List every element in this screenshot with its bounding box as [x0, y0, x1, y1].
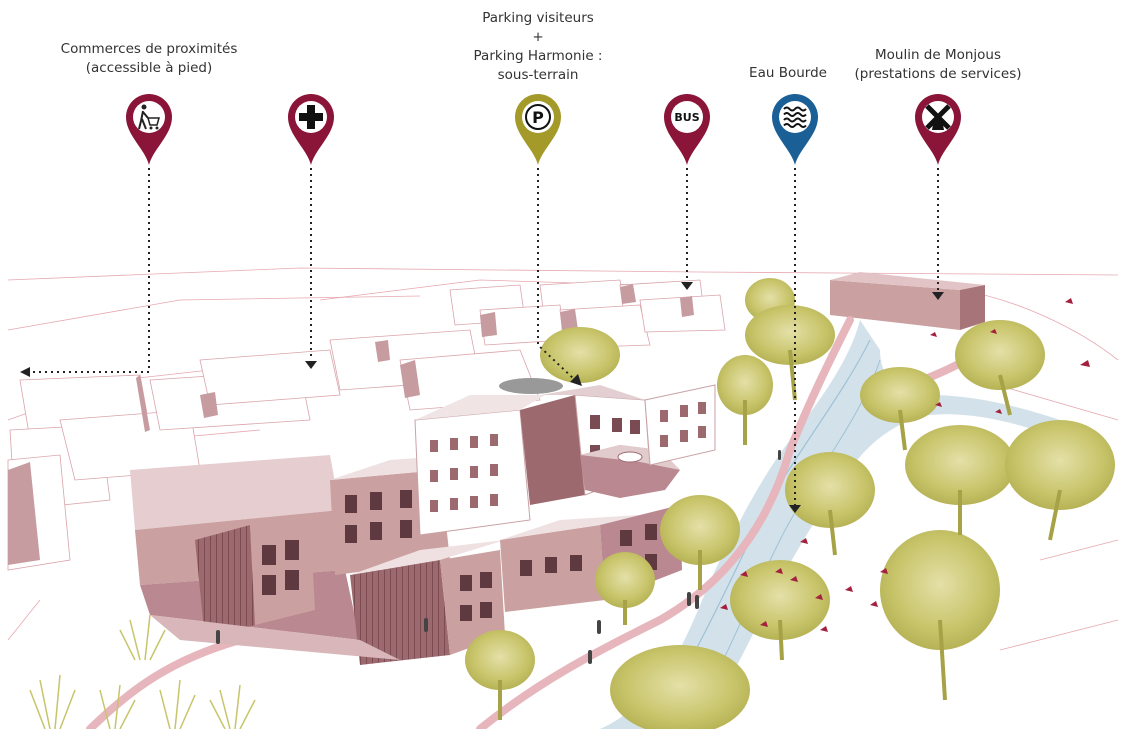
label-parking: Parking visiteurs + Parking Harmonie : s…	[473, 10, 603, 83]
trees	[465, 278, 1115, 729]
map-pin-bus: BUS	[664, 94, 710, 165]
medical-cross-icon	[299, 105, 323, 129]
bus-icon: BUS	[674, 111, 699, 124]
water-waves-icon	[783, 106, 807, 128]
marker-leader-lines	[28, 168, 939, 505]
map-pin-parking: P	[515, 94, 561, 165]
map-pin-commerce	[126, 94, 172, 165]
parking-icon-text: P	[532, 108, 544, 127]
main-buildings	[130, 384, 716, 665]
parking-icon: P	[525, 104, 551, 130]
grasses	[29, 614, 256, 729]
mill-building	[830, 272, 985, 330]
pedestrians	[216, 450, 781, 664]
block-shadows	[8, 284, 694, 565]
marker-leader-arrowheads	[20, 282, 944, 513]
map-pin-health	[288, 94, 334, 165]
neighbourhood-blocks	[7, 279, 726, 571]
shopping-cart-icon	[138, 104, 160, 130]
map-pin-mill	[915, 94, 961, 165]
label-water: Eau Bourde	[749, 65, 827, 81]
parking-entrance	[499, 378, 563, 394]
windmill-icon	[925, 104, 951, 130]
map-pin-water	[772, 94, 818, 165]
birds	[720, 298, 1090, 632]
label-commerce: Commerces de proximités (accessible à pi…	[60, 41, 238, 76]
bus-icon-text: BUS	[674, 111, 699, 124]
label-mill: Moulin de Monjous (prestations de servic…	[854, 47, 1022, 82]
